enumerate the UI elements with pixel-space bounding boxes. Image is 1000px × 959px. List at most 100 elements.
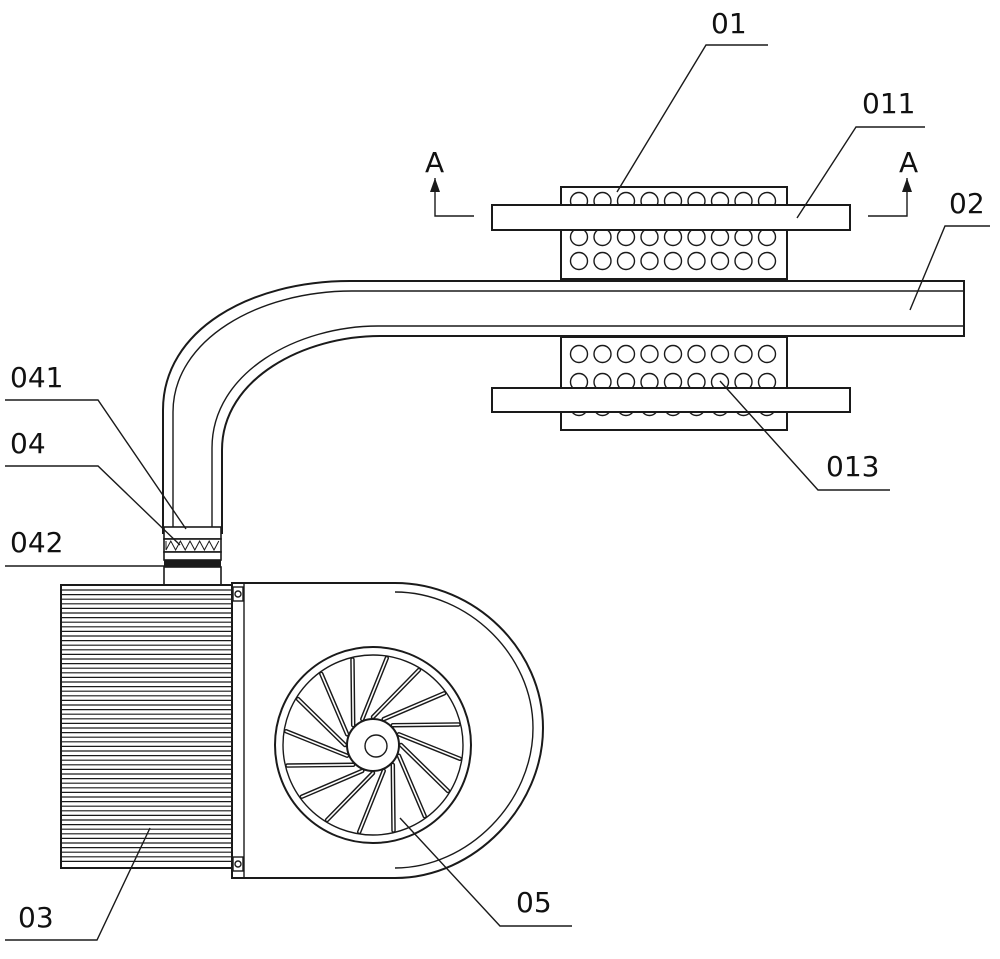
fan-blade [356,768,386,835]
tube-hole [663,344,683,364]
label-03: 03 [18,901,54,934]
fan-blade [295,696,348,748]
fan-blade [390,722,461,728]
callout-02: 02 [909,187,990,311]
tube-hole [569,251,589,271]
heat-sink [60,584,243,869]
connector-middle [163,551,222,561]
fan-blade-core [361,657,388,720]
fan-impeller [274,646,472,844]
fan-blade-core [297,698,346,746]
tube-hole [687,251,706,271]
label-042: 042 [10,526,63,559]
fan-blade-core [285,730,348,757]
heat-sink-fins [61,589,242,863]
tube-hole [663,227,683,247]
fan-blade-core [398,733,461,760]
fan-blade-core [391,763,395,832]
callout-013: 013 [719,380,890,491]
fan-blade-core [398,754,426,818]
fan-blade [350,657,356,728]
fan-blade [370,667,422,720]
connector-assembly [163,526,222,586]
tube-hole [687,227,706,247]
callout-01: 01 [616,7,768,193]
connector-mesh-pattern [165,539,220,552]
fan-blade-core [391,723,460,727]
fan-blade [390,762,396,833]
fan-blade [324,770,376,823]
fan-blade [396,732,463,762]
tube-hole-grid-upper [569,191,777,271]
fan-blade-core [358,770,385,833]
fan-blade [360,655,390,722]
tube-hole [734,344,753,364]
fan-blade-core [382,692,446,720]
tube-hole [710,251,730,271]
tube-hole [593,251,612,271]
connector-neck [163,566,222,586]
fan-blade-core [326,772,374,821]
tube-hole [593,344,612,364]
tube-hole [640,251,659,271]
fan-blade [381,691,447,722]
label-02: 02 [949,187,985,220]
tube-hole [663,251,683,271]
section-mark-right: A [868,146,918,217]
fan-blade-core [372,669,420,718]
fin-plate-upper [491,204,851,231]
fan-blade [299,768,365,799]
fan-blade [319,671,350,737]
tube-hole [757,251,777,271]
mesh-zigzag [165,539,220,552]
tube-hole [710,227,730,247]
tube-hole [710,344,730,364]
fan-blade [283,728,350,758]
fan-hub [346,718,400,772]
section-letter-right: A [899,146,918,179]
tube-hole [569,344,589,364]
label-05: 05 [516,886,552,919]
fan-blade-core [400,744,449,792]
callout-04: 04 [5,427,181,546]
callout-042: 042 [5,526,168,567]
exchanger-block-upper [560,186,788,280]
label-01: 01 [711,7,747,40]
label-041: 041 [10,361,63,394]
tube-hole [757,344,777,364]
fan-blade-core [351,658,355,727]
fan-blade [396,753,427,819]
tube-hole [569,227,589,247]
tube-hole [687,344,706,364]
fan-blade-core [300,770,364,798]
fan-blade [285,762,356,768]
fan-blade-core [286,763,355,767]
tube-hole [593,227,612,247]
label-013: 013 [826,450,879,483]
tube-hole [757,227,777,247]
label-011: 011 [862,87,915,120]
tube-hole [734,227,753,247]
fan-blade [398,742,451,794]
label-04: 04 [10,427,46,460]
tube-hole [640,227,659,247]
callout-011: 011 [796,87,925,219]
fan-blades [283,655,463,835]
section-mark-left: A [425,146,474,217]
tube-hole [734,251,753,271]
tube-hole [640,344,659,364]
fin-plate-lower [491,387,851,413]
exchanger-block-lower [560,336,788,431]
connector-bottom-part [164,560,221,567]
tube-hole [616,227,636,247]
heat-pipe [162,280,965,534]
section-letter-left: A [425,146,444,179]
tube-hole [616,344,636,364]
fan-blade-core [320,672,348,736]
callout-041: 041 [5,361,187,530]
tube-hole [616,251,636,271]
fan-shaft [364,734,388,758]
callout-03: 03 [5,827,151,941]
